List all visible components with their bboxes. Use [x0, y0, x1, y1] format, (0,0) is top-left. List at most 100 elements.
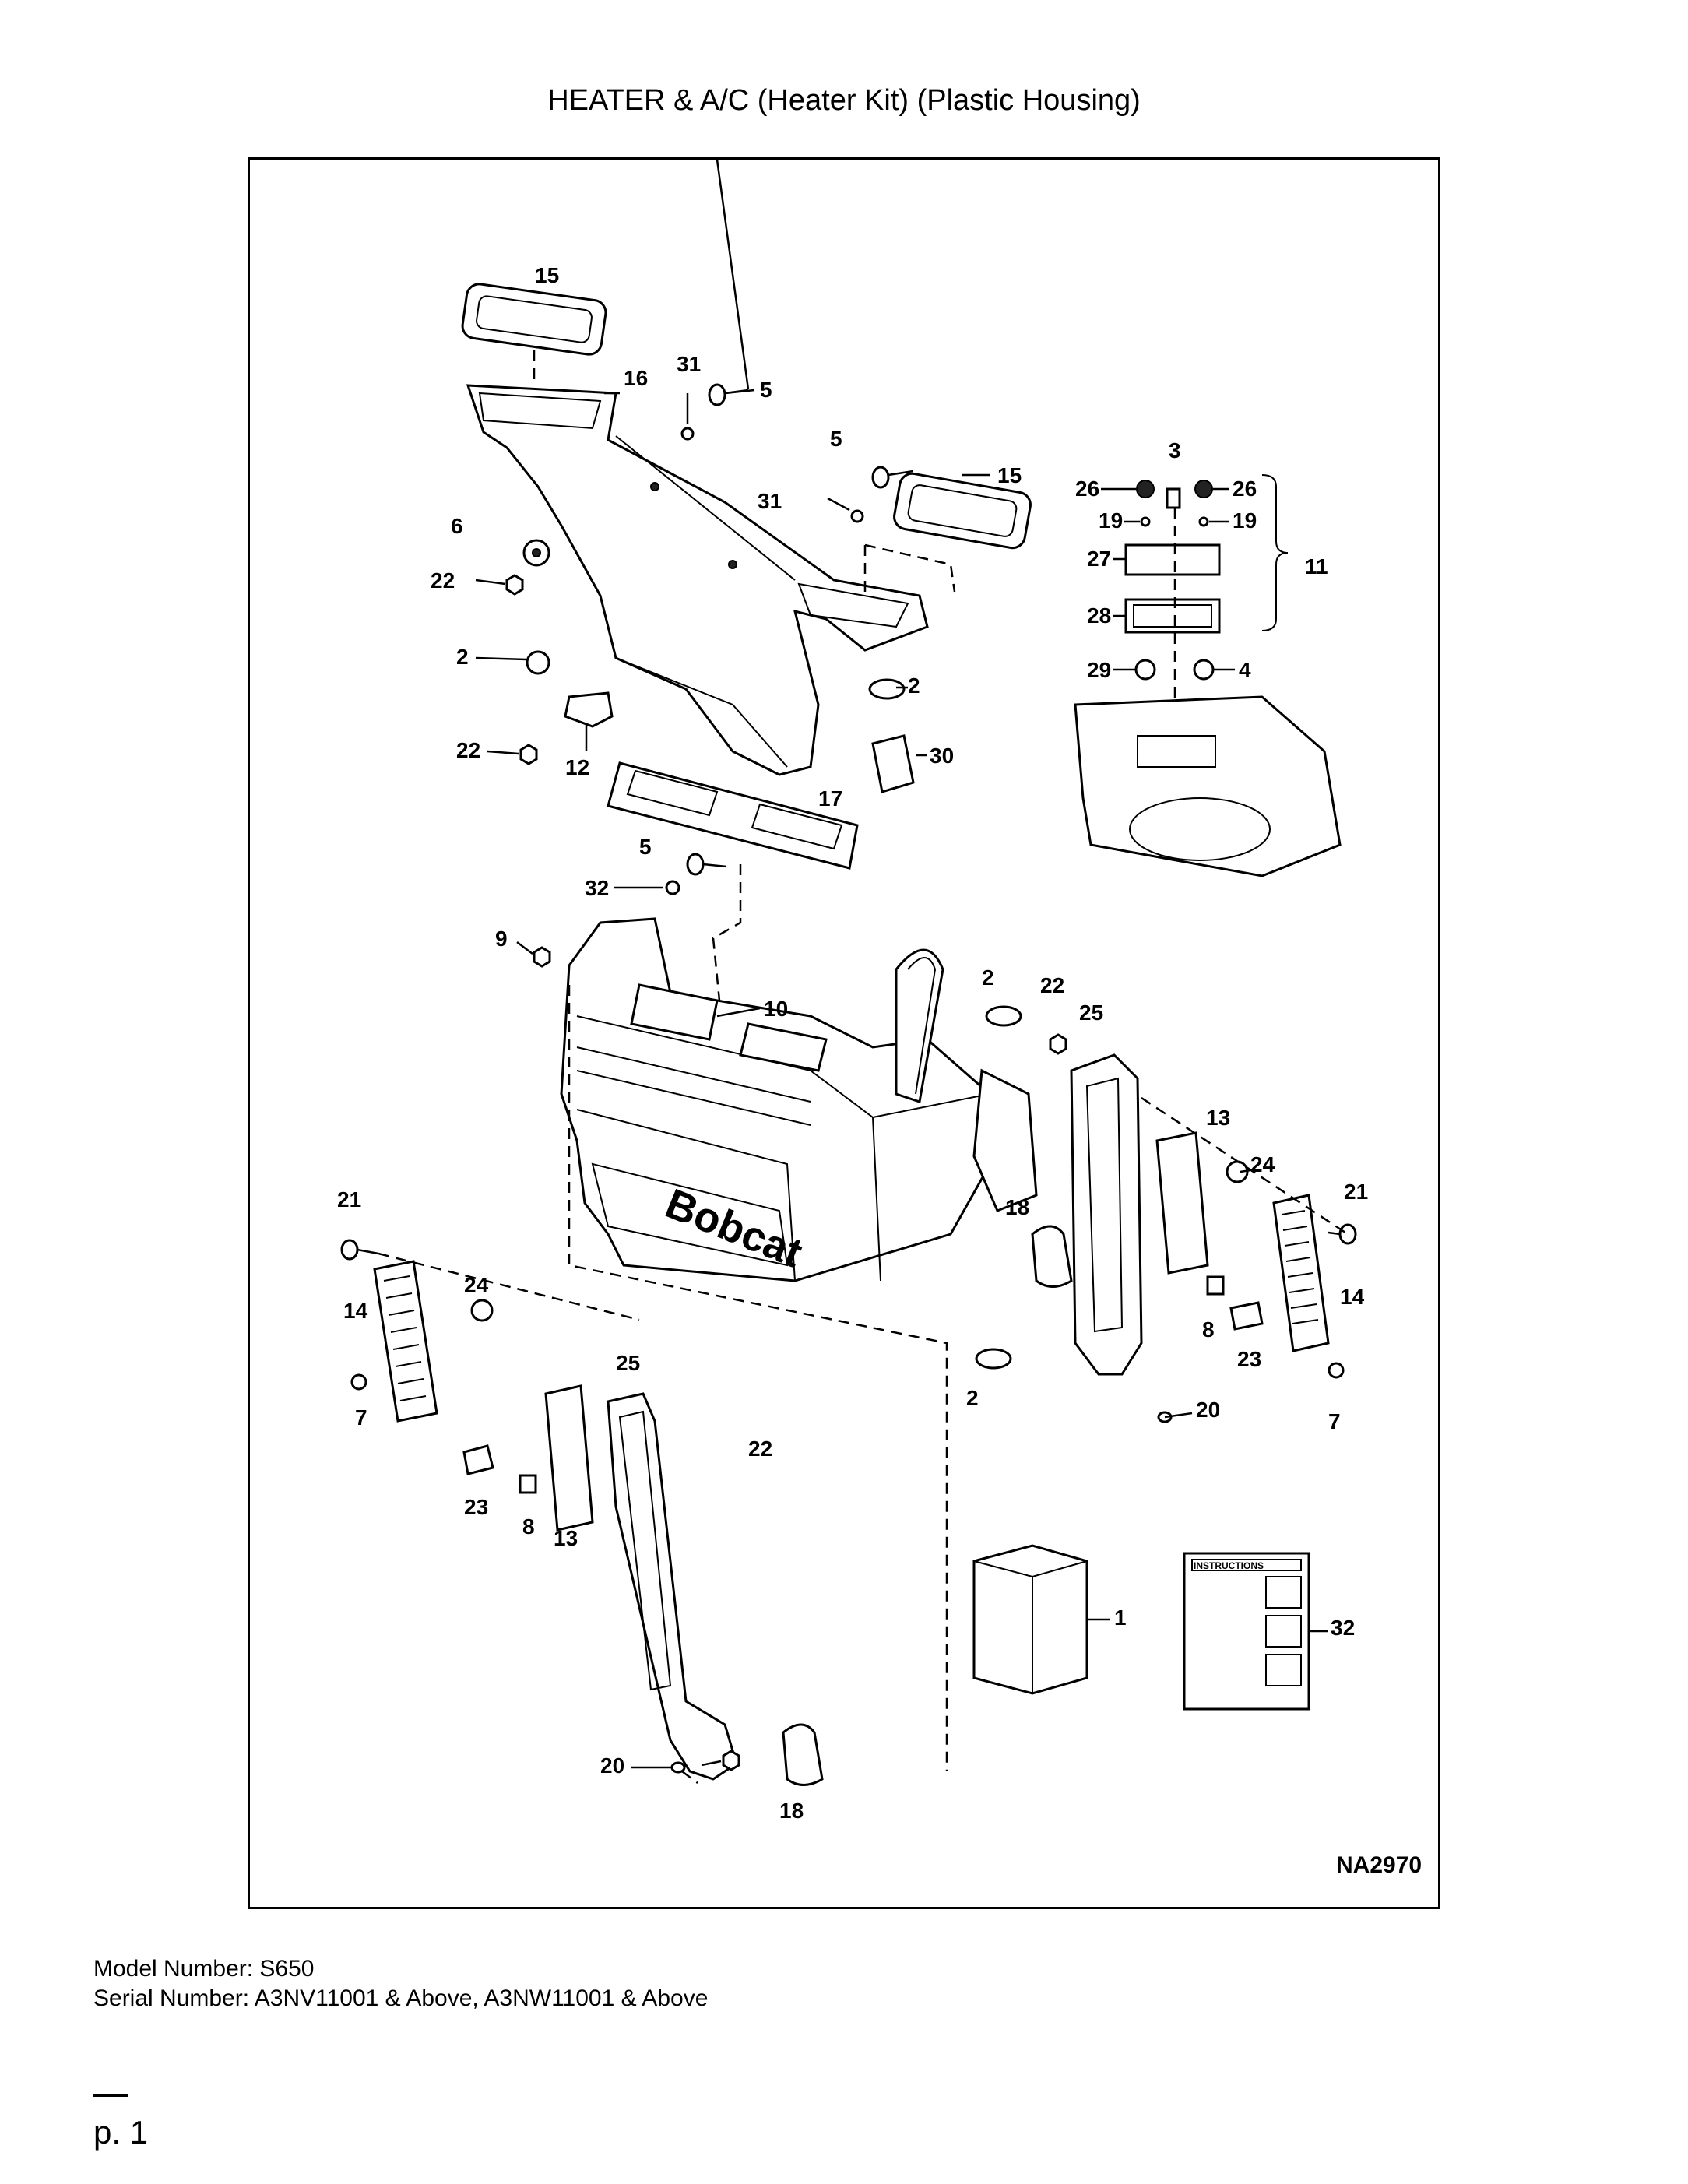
svg-text:22: 22 [431, 568, 455, 593]
screw-19-a [1140, 516, 1151, 527]
svg-text:2: 2 [456, 645, 469, 669]
svg-text:32: 32 [585, 876, 609, 900]
svg-text:10: 10 [764, 997, 788, 1021]
svg-text:2: 2 [908, 673, 920, 698]
svg-text:5: 5 [830, 427, 842, 451]
model-number: Model Number: S650 [93, 1956, 315, 1982]
svg-text:11: 11 [1305, 554, 1328, 579]
bolt-5-a [708, 160, 755, 406]
svg-text:20: 20 [600, 1753, 624, 1778]
washer-32 [665, 880, 680, 895]
box-1 [972, 1544, 1088, 1695]
svg-text:20: 20 [1196, 1398, 1220, 1422]
svg-text:8: 8 [522, 1514, 535, 1539]
heater-box-10 [560, 917, 991, 1282]
svg-text:3: 3 [1169, 438, 1181, 462]
filter-13-right [1155, 1131, 1209, 1275]
svg-text:22: 22 [1040, 973, 1064, 997]
foam-23-left [462, 1444, 494, 1475]
svg-text:27: 27 [1087, 547, 1111, 571]
svg-text:24: 24 [1250, 1152, 1275, 1176]
grommet-24-left [470, 1299, 494, 1322]
grille-14-right [1272, 1194, 1330, 1352]
gasket-15-right [893, 472, 1032, 550]
instructions-label: INSTRUCTIONS [1194, 1560, 1264, 1571]
panel-27 [1124, 543, 1221, 576]
svg-text:2: 2 [966, 1386, 979, 1410]
filter-13-left [544, 1384, 594, 1532]
diagram-code: NA2970 [1336, 1852, 1422, 1878]
svg-text:8: 8 [1202, 1317, 1215, 1342]
svg-text:5: 5 [760, 378, 772, 402]
screw-7-left [350, 1373, 367, 1391]
clip-8-right [1206, 1275, 1225, 1296]
svg-text:17: 17 [818, 786, 842, 811]
svg-text:18: 18 [1005, 1195, 1029, 1219]
clamp-2-b [868, 678, 906, 700]
svg-text:26: 26 [1075, 477, 1099, 501]
leader-dash [863, 543, 956, 593]
svg-text:1: 1 [1114, 1605, 1127, 1630]
svg-text:32: 32 [1331, 1616, 1355, 1640]
svg-text:13: 13 [554, 1526, 578, 1550]
page-title: HEATER & A/C (Heater Kit) (Plastic Housi… [547, 84, 1141, 117]
svg-text:6: 6 [451, 514, 463, 538]
callouts: 15 16 31 5 5 31 15 6 22 2 2 22 12 30 17 … [337, 263, 1368, 1823]
svg-text:28: 28 [1087, 603, 1111, 628]
washer-31-a [680, 427, 695, 441]
bracket-11 [1261, 474, 1289, 631]
svg-text:21: 21 [337, 1187, 361, 1212]
page-number: p. 1 [93, 2114, 149, 2151]
exploded-parts-diagram: Bobcat [337, 160, 1422, 1878]
svg-text:31: 31 [677, 352, 701, 376]
screw-7-right [1328, 1362, 1345, 1379]
svg-text:13: 13 [1206, 1106, 1230, 1130]
svg-text:24: 24 [464, 1273, 489, 1297]
clamp-2-a [526, 650, 550, 675]
leader-dash [712, 864, 742, 1056]
svg-text:31: 31 [758, 489, 782, 513]
svg-text:9: 9 [495, 927, 508, 951]
nut-22-c [1049, 1033, 1067, 1055]
svg-text:18: 18 [779, 1799, 804, 1823]
upper-duct-16 [466, 384, 929, 776]
washer-31-b [850, 509, 864, 523]
svg-text:30: 30 [930, 744, 954, 768]
svg-text:15: 15 [535, 263, 559, 287]
leader-dash [568, 985, 948, 1771]
grille-14-left [373, 1260, 438, 1423]
svg-text:7: 7 [1328, 1409, 1341, 1433]
svg-text:25: 25 [616, 1351, 640, 1375]
clamp-2-c [985, 1005, 1022, 1027]
screw-19-b [1198, 516, 1209, 527]
duct-25-left [607, 1392, 738, 1781]
svg-text:7: 7 [355, 1405, 367, 1430]
leader-dash [378, 1252, 640, 1321]
svg-text:21: 21 [1344, 1180, 1368, 1204]
knob-4 [1193, 659, 1215, 681]
foam-23-right [1229, 1301, 1264, 1331]
nut-22-b [519, 744, 538, 765]
svg-text:16: 16 [624, 366, 648, 390]
svg-text:5: 5 [639, 835, 652, 859]
leader-dash [681, 1771, 698, 1784]
svg-text:4: 4 [1239, 658, 1251, 682]
leader-lines [475, 389, 1328, 1769]
leader-dash [1141, 1096, 1349, 1236]
switch-knobs-26 [1136, 480, 1213, 498]
serial-number: Serial Number: A3NV11001 & Above, A3NW11… [93, 1985, 709, 2011]
gasket-15-top [461, 283, 607, 356]
nut-9 [533, 946, 551, 968]
svg-text:22: 22 [748, 1437, 772, 1461]
screw-21-left [340, 1239, 379, 1261]
clamp-2-d [975, 1348, 1012, 1370]
svg-text:25: 25 [1079, 1001, 1103, 1025]
bolt-5-c [686, 853, 727, 876]
svg-text:14: 14 [1340, 1285, 1365, 1309]
instructions-32 [1183, 1552, 1310, 1711]
svg-text:14: 14 [343, 1299, 368, 1323]
svg-text:19: 19 [1233, 508, 1257, 533]
gasket-17 [607, 761, 859, 870]
diagram-frame: Bobcat [248, 157, 1440, 1909]
filter-30 [871, 734, 915, 793]
